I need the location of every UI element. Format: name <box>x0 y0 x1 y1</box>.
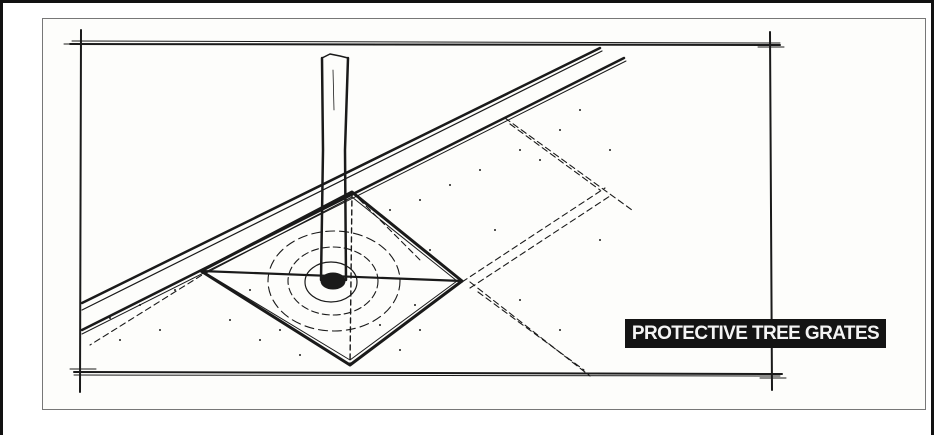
dimension-lines <box>63 29 787 393</box>
tree-trunk <box>319 53 350 282</box>
tree-grate <box>199 190 464 367</box>
figure-caption: PROTECTIVE TREE GRATES <box>625 319 886 348</box>
pavement-joints <box>89 117 633 377</box>
paving-stipple <box>109 109 611 356</box>
